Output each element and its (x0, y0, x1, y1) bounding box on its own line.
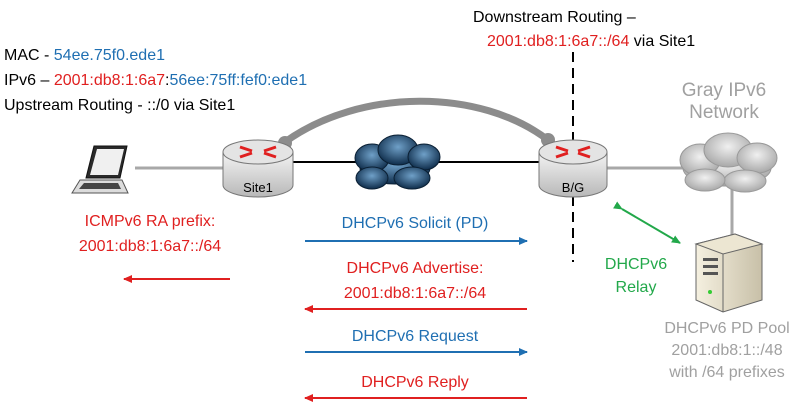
relay-label: DHCPv6 Relay (605, 255, 667, 297)
reply-label: DHCPv6 Reply (361, 374, 469, 391)
ipv6-suffix: 56ee:75ff:fef0:ede1 (169, 72, 308, 89)
ra-line2: 2001:db8:1:6a7::/64 (78, 238, 222, 255)
advertise-line1: DHCPv6 Advertise: (346, 260, 484, 277)
pool-line3: with /64 prefixes (669, 364, 785, 381)
mac-label: MAC - (4, 47, 54, 64)
ra-line1: ICMPv6 RA prefix: (84, 213, 216, 230)
downstream-prefix: 2001:db8:1:6a7::/64 (487, 33, 630, 50)
request-label: DHCPv6 Request (351, 328, 479, 345)
downstream-via: via Site1 (629, 33, 696, 50)
advertise-line2: 2001:db8:1:6a7::/64 (343, 285, 487, 302)
gray-network-line2: Network (689, 102, 759, 123)
dhcp-server-icon (694, 233, 764, 313)
relay-double-arrow (613, 201, 681, 244)
router-bg-label: B/G (561, 180, 585, 195)
ra-prefix-label: ICMPv6 RA prefix: 2001:db8:1:6a7::/64 (79, 212, 221, 256)
gray-network-cloud-icon (679, 132, 778, 193)
pool-line1: DHCPv6 PD Pool (664, 320, 790, 337)
ipv6-sep: : (165, 72, 170, 89)
gray-network-line1: Gray IPv6 (681, 80, 767, 101)
gray-network-label: Gray IPv6 Network (682, 80, 766, 124)
downstream-title: Downstream Routing – (473, 9, 636, 26)
ipv6-prefix: 2001:db8:1:6a7 (53, 72, 166, 89)
relay-line1: DHCPv6 (604, 256, 668, 273)
host-ipv6: IPv6 – 2001:db8:1:6a7:56ee:75ff:fef0:ede… (4, 71, 307, 90)
tunnel-arc (282, 97, 551, 145)
pool-line2: 2001:db8:1::/48 (671, 342, 783, 359)
ipv6-label: IPv6 – (4, 72, 54, 89)
router-site1-icon (222, 139, 294, 198)
advertise-label: DHCPv6 Advertise: 2001:db8:1:6a7::/64 (344, 259, 486, 303)
laptop-icon (71, 145, 129, 194)
router-bg-icon (538, 139, 608, 198)
router-site1-label: Site1 (243, 180, 273, 195)
host-mac: MAC - 54ee.75f0.ede1 (4, 46, 165, 65)
downstream-route: 2001:db8:1:6a7::/64 via Site1 (487, 32, 695, 51)
pd-pool-label: DHCPv6 PD Pool 2001:db8:1::/48 with /64 … (664, 318, 789, 384)
internet-cloud-icon (354, 134, 441, 190)
mac-value: 54ee.75f0.ede1 (53, 47, 165, 64)
upstream-routing: Upstream Routing - ::/0 via Site1 (4, 97, 236, 114)
relay-line2: Relay (615, 279, 657, 296)
solicit-label: DHCPv6 Solicit (PD) (341, 215, 489, 232)
